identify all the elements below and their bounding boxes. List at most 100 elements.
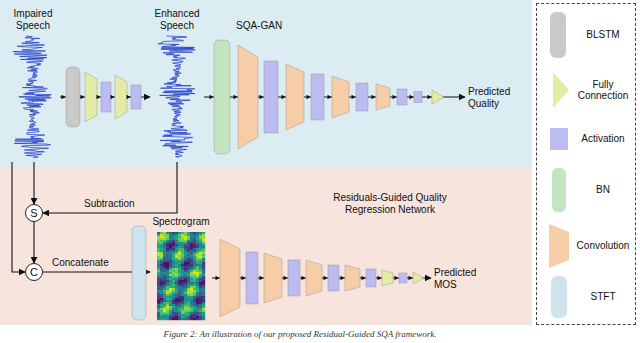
spectrogram-cell — [193, 244, 196, 246]
spectrogram-cell — [157, 264, 160, 266]
spectrogram-cell — [199, 292, 202, 294]
act-layer — [246, 252, 258, 304]
spectrogram-cell — [181, 238, 184, 240]
spectrogram-cell — [157, 232, 160, 234]
spectrogram-cell — [157, 310, 160, 312]
spectrogram-cell — [157, 292, 160, 294]
spectrogram-cell — [196, 308, 199, 310]
spectrogram-cell — [175, 246, 178, 248]
spectrogram-cell — [193, 302, 196, 304]
spectrogram-cell — [190, 234, 193, 236]
spectrogram-cell — [157, 242, 160, 244]
operator-symbol: C — [30, 266, 38, 279]
spectrogram-cell — [190, 312, 193, 314]
spectrogram-cell — [193, 274, 196, 276]
spectrogram-cell — [160, 316, 163, 318]
spectrogram-cell — [169, 262, 172, 264]
spectrogram-cell — [172, 234, 175, 236]
spectrogram-cell — [166, 256, 169, 258]
spectrogram-cell — [181, 304, 184, 306]
legend-label: Fully Connection — [573, 79, 633, 102]
spectrogram-cell — [166, 280, 169, 282]
spectrogram-cell — [199, 310, 202, 312]
spectrogram-cell — [166, 278, 169, 280]
spectrogram-cell — [172, 244, 175, 246]
spectrogram-cell — [199, 258, 202, 260]
spectrogram-cell — [199, 244, 202, 246]
spectrogram-cell — [175, 286, 178, 288]
spectrogram-cell — [178, 300, 181, 302]
spectrogram-cell — [175, 236, 178, 238]
spectrogram-cell — [199, 308, 202, 310]
spectrogram-cell — [178, 252, 181, 254]
spectrogram-cell — [169, 318, 172, 320]
spectrogram-cell — [187, 236, 190, 238]
spectrogram-cell — [199, 284, 202, 286]
spectrogram-cell — [175, 252, 178, 254]
spectrogram-cell — [178, 290, 181, 292]
spectrogram-cell — [172, 298, 175, 300]
spectrogram-cell — [184, 302, 187, 304]
spectrogram-cell — [175, 304, 178, 306]
spectrogram-cell — [196, 318, 199, 320]
act-layer — [328, 265, 339, 291]
spectrogram-cell — [157, 262, 160, 264]
spectrogram-cell — [163, 314, 166, 316]
spectrogram-cell — [190, 252, 193, 254]
spectrogram-cell — [178, 318, 181, 320]
spectrogram-cell — [181, 262, 184, 264]
concatenate-circle: C — [25, 263, 43, 281]
spectrogram-cell — [187, 252, 190, 254]
spectrogram-cell — [157, 258, 160, 260]
spectrogram-cell — [169, 240, 172, 242]
enhanced-speech-box: Enhanced Speech — [150, 4, 204, 162]
spectrogram-cell — [163, 306, 166, 308]
spectrogram-cell — [175, 232, 178, 234]
spectrogram-cell — [181, 250, 184, 252]
spectrogram-cell — [184, 284, 187, 286]
spectrogram-cell — [160, 244, 163, 246]
legend-label: BLSTM — [573, 29, 633, 41]
spectrogram-cell — [190, 318, 193, 320]
spectrogram-cell — [166, 308, 169, 310]
spectrogram-cell — [184, 270, 187, 272]
spectrogram-cell — [202, 286, 205, 288]
spectrogram-cell — [160, 252, 163, 254]
spectrogram-cell — [166, 250, 169, 252]
spectrogram-cell — [175, 238, 178, 240]
spectrogram-cell — [169, 272, 172, 274]
spectrogram-cell — [196, 306, 199, 308]
spectrogram-cell — [193, 236, 196, 238]
spectrogram-cell — [187, 270, 190, 272]
spectrogram-cell — [196, 264, 199, 266]
legend-swatch — [550, 128, 568, 150]
spectrogram-cell — [193, 298, 196, 300]
spectrogram-cell — [166, 242, 169, 244]
spectrogram-cell — [157, 318, 160, 320]
spectrogram-cell — [160, 280, 163, 282]
spectrogram-cell — [160, 272, 163, 274]
spectrogram-cell — [184, 276, 187, 278]
spectrogram-cell — [196, 240, 199, 242]
spectrogram-cell — [160, 300, 163, 302]
spectrogram-cell — [190, 236, 193, 238]
spectrogram-cell — [166, 282, 169, 284]
spectrogram-cell — [184, 272, 187, 274]
spectrogram-cell — [181, 252, 184, 254]
spectrogram-cell — [160, 318, 163, 320]
spectrogram-cell — [196, 252, 199, 254]
spectrogram-cell — [199, 234, 202, 236]
spectrogram-cell — [166, 294, 169, 296]
spectrogram-cell — [193, 308, 196, 310]
spectrogram-cell — [172, 250, 175, 252]
spectrogram-cell — [193, 266, 196, 268]
spectrogram-cell — [181, 264, 184, 266]
spectrogram-cell — [175, 272, 178, 274]
spectrogram-cell — [190, 242, 193, 244]
spectrogram-cell — [199, 274, 202, 276]
spectrogram-cell — [163, 240, 166, 242]
spectrogram-cell — [172, 288, 175, 290]
spectrogram-cell — [187, 306, 190, 308]
spectrogram-cell — [190, 280, 193, 282]
spectrogram-cell — [187, 286, 190, 288]
